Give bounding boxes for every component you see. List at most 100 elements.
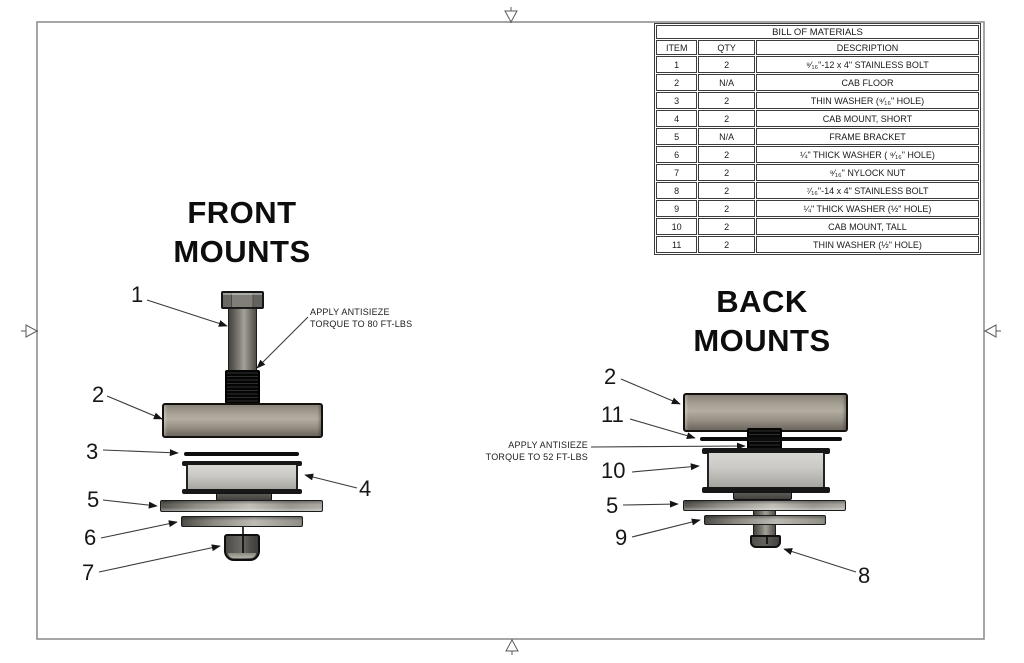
- bom-item: 3: [656, 92, 698, 109]
- bom-qty: N/A: [698, 128, 755, 145]
- back-callout-5: 5: [606, 493, 619, 518]
- back-callout-2: 2: [604, 364, 617, 389]
- leader-back-9: [631, 518, 701, 538]
- back-callout-8: 8: [858, 563, 871, 588]
- bom-description: FRAME BRACKET: [755, 128, 979, 145]
- bom-col-item: ITEM: [656, 40, 698, 55]
- bom-description: ¼" THICK WASHER (½" HOLE): [755, 200, 979, 217]
- front-bolt-shank: [228, 308, 257, 372]
- bom-title: BILL OF MATERIALS: [656, 25, 979, 39]
- center-mark-bottom-arrow-icon: [505, 638, 519, 652]
- front-callout-4: 4: [359, 476, 372, 501]
- bom-item: 10: [656, 218, 698, 235]
- bom-description: ⁷⁄₁₆"-14 x 4" STAINLESS BOLT: [755, 182, 979, 199]
- back-callout-10: 10: [601, 458, 626, 483]
- back-note-line1: APPLY ANTISIEZE: [508, 440, 588, 450]
- bom-description: ⁹⁄₁₆" NYLOCK NUT: [755, 164, 979, 181]
- leader-front-7: [98, 544, 221, 573]
- bom-item: 7: [656, 164, 698, 181]
- bom-qty: N/A: [698, 74, 755, 91]
- leader-front-2: [106, 395, 163, 420]
- leader-front-5: [102, 499, 158, 509]
- front-frame-bracket: [160, 500, 323, 512]
- back-callout-11: 11: [601, 402, 624, 427]
- bom-description: ⁹⁄₁₆"-12 x 4" STAINLESS BOLT: [755, 56, 979, 73]
- front-nut-brim: [228, 553, 256, 558]
- bom-item: 6: [656, 146, 698, 163]
- leader-back-note: [590, 442, 746, 450]
- back-bolt-head: [750, 535, 781, 548]
- front-thick-washer: [181, 516, 303, 527]
- back-mounts-title: BACK MOUNTS: [672, 282, 852, 360]
- bom-description: CAB MOUNT, SHORT: [755, 110, 979, 127]
- bom-description: CAB MOUNT, TALL: [755, 218, 979, 235]
- leader-front-6: [100, 520, 178, 539]
- front-title-line2: MOUNTS: [173, 234, 311, 269]
- bom-qty: 2: [698, 218, 755, 235]
- front-cab-floor: [162, 403, 323, 438]
- back-thin-washer: [700, 437, 842, 441]
- bom-description: ¼" THICK WASHER ( ⁹⁄₁₆" HOLE): [755, 146, 979, 163]
- center-mark-right-arrow-icon: [983, 324, 997, 338]
- leader-back-8: [783, 548, 857, 573]
- front-mount-body: [186, 465, 298, 490]
- front-cab-mount-short: [182, 461, 302, 494]
- back-thick-washer: [704, 515, 826, 525]
- bom-description: CAB FLOOR: [755, 74, 979, 91]
- back-note-line2: TORQUE TO 52 FT-LBS: [485, 451, 588, 462]
- bom-qty: 2: [698, 200, 755, 217]
- back-cab-mount-tall: [702, 448, 830, 493]
- bom-qty: 2: [698, 56, 755, 73]
- bom-item: 5: [656, 128, 698, 145]
- bom-item: 11: [656, 236, 698, 253]
- back-callout-9: 9: [615, 525, 628, 550]
- front-callout-7: 7: [82, 560, 95, 585]
- bom-qty: 2: [698, 164, 755, 181]
- front-callout-5: 5: [87, 487, 100, 512]
- front-bolt-head: [221, 291, 264, 309]
- back-bolt-head-facet-line: [765, 537, 768, 544]
- front-note-line1: APPLY ANTISIEZE: [310, 307, 390, 317]
- bom-description: THIN WASHER (⁹⁄₁₆" HOLE): [755, 92, 979, 109]
- center-mark-left-arrow-icon: [25, 324, 39, 338]
- leader-back-5: [622, 500, 679, 508]
- bom-qty: 2: [698, 236, 755, 253]
- front-nylock-nut: [224, 534, 260, 561]
- bom-item: 8: [656, 182, 698, 199]
- bom-item: 9: [656, 200, 698, 217]
- back-cab-floor: [683, 393, 848, 432]
- back-mount-body: [707, 453, 825, 488]
- center-mark-top-arrow-icon: [504, 10, 518, 24]
- bom-qty: 2: [698, 182, 755, 199]
- back-frame-bracket: [683, 500, 846, 511]
- back-title-line2: MOUNTS: [693, 323, 831, 358]
- bom-item: 1: [656, 56, 698, 73]
- leader-back-2: [620, 378, 681, 405]
- bom-qty: 2: [698, 92, 755, 109]
- leader-front-note: [256, 316, 309, 369]
- leader-front-1: [146, 299, 228, 327]
- front-callout-1: 1: [131, 282, 144, 307]
- leader-back-10: [631, 463, 700, 473]
- front-title-line1: FRONT: [187, 195, 297, 230]
- front-torque-note: APPLY ANTISIEZE TORQUE TO 80 FT-LBS: [310, 307, 435, 330]
- bom-qty: 2: [698, 110, 755, 127]
- front-callout-6: 6: [84, 525, 97, 550]
- back-torque-note: APPLY ANTISIEZE TORQUE TO 52 FT-LBS: [455, 440, 588, 463]
- front-bolt-threads: [225, 370, 260, 404]
- bom-col-description: DESCRIPTION: [755, 40, 979, 55]
- front-note-line2: TORQUE TO 80 FT-LBS: [310, 318, 413, 329]
- leader-front-3: [102, 449, 179, 457]
